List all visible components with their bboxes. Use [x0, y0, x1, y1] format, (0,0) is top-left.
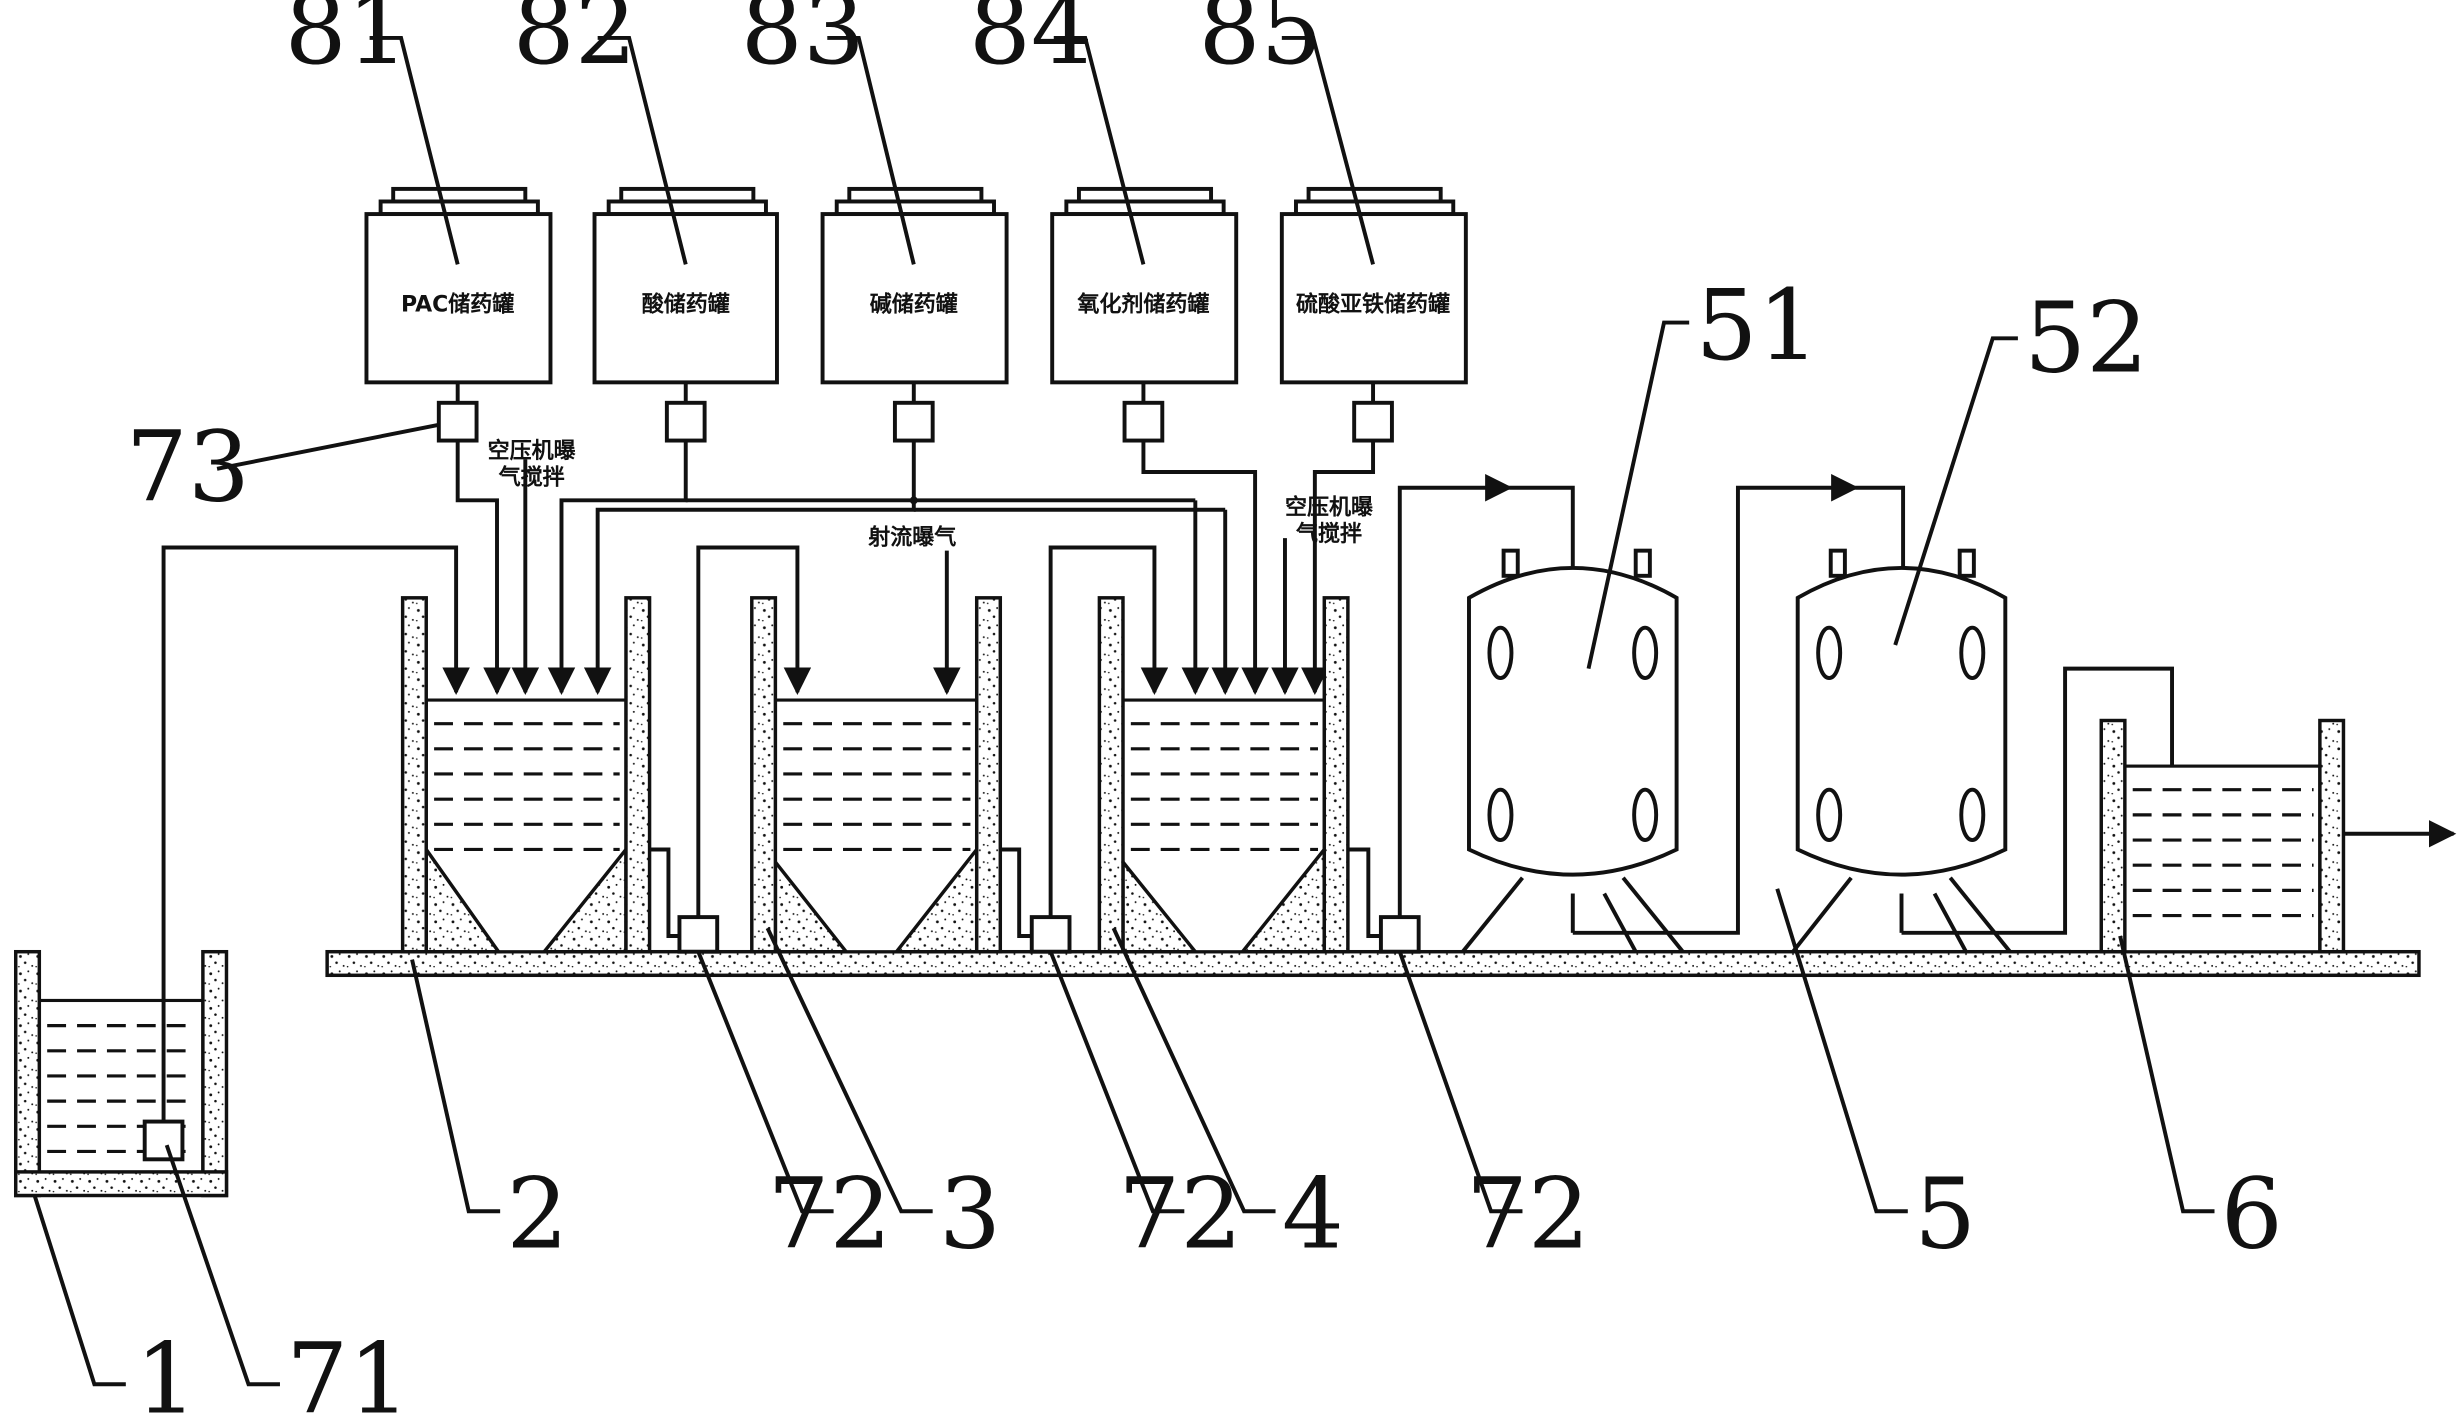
- ref-82: 82: [513, 0, 637, 86]
- collection-tank-1: [13, 949, 229, 1198]
- tank-label-83: 碱储药罐: [870, 292, 958, 318]
- tank-label-85: 硫酸亚铁储药罐: [1296, 292, 1450, 318]
- feed-pipe: [161, 545, 470, 1122]
- tank-label-81: PAC储药罐: [401, 292, 514, 318]
- ref-5: 5: [1914, 1156, 1976, 1270]
- air-stir-label-2b: 气搅拌: [1295, 521, 1362, 547]
- ref-73: 73: [126, 409, 250, 523]
- filter-vessel-51: [1461, 548, 1685, 953]
- reaction-tank-2: [400, 596, 652, 954]
- ref-84: 84: [969, 0, 1093, 86]
- ref-1: 1: [135, 1322, 197, 1419]
- tank-label-82: 酸储药罐: [642, 292, 730, 318]
- storage-tank-83: [820, 186, 1009, 385]
- ref-4: 4: [1282, 1156, 1344, 1270]
- reference-numbers: 81 82 83 84 85 73 51 52 1 71 2 72 3 72 4…: [126, 0, 2283, 1419]
- ref-71: 71: [286, 1322, 410, 1419]
- ground-slab: [325, 949, 2421, 978]
- air-stir-label-1a: 空压机曝: [488, 438, 576, 464]
- tank-label-84: 氧化剂储药罐: [1076, 292, 1209, 318]
- air-stir-label-1b: 气搅拌: [498, 465, 565, 491]
- ref-52: 52: [2024, 280, 2148, 394]
- storage-tank-81: [364, 186, 553, 385]
- air-stir-label-2a: 空压机曝: [1285, 494, 1373, 520]
- ref-51: 51: [1695, 268, 1819, 382]
- chemical-pipes: [455, 440, 1376, 695]
- clean-water-tank-6: [2099, 718, 2346, 954]
- reaction-tank-3: [750, 596, 1003, 954]
- ref-81: 81: [285, 0, 409, 86]
- ref-85: 85: [1198, 0, 1322, 86]
- lift-pump-71: [142, 1119, 185, 1162]
- storage-tank-82: [592, 186, 779, 385]
- pipe-51-to-52-tail: [1855, 485, 1906, 567]
- pipe-52-to-6: [1901, 666, 2186, 935]
- reaction-tank-4: [1097, 596, 1350, 954]
- storage-tank-85: [1279, 186, 1468, 385]
- filter-vessel-52: [1791, 548, 2012, 953]
- ref-2: 2: [506, 1156, 568, 1270]
- transfer-pump-72-b: [1000, 545, 1169, 954]
- transfer-pump-72-a: [649, 545, 812, 954]
- ref-72-b: 72: [1118, 1156, 1242, 1270]
- dosing-pumps: [436, 382, 1394, 443]
- ref-72-c: 72: [1466, 1156, 1590, 1270]
- ref-3: 3: [939, 1156, 1001, 1270]
- ref-72-a: 72: [768, 1156, 892, 1270]
- storage-tank-84: [1050, 186, 1239, 385]
- pipe-51-to-52: [1572, 473, 1859, 935]
- ref-6: 6: [2221, 1156, 2283, 1270]
- leader-lines: [32, 35, 2215, 1387]
- transfer-pump-72-c: [1347, 473, 1575, 954]
- ref-83: 83: [741, 0, 865, 86]
- jet-aeration-label: 射流曝气: [867, 524, 956, 550]
